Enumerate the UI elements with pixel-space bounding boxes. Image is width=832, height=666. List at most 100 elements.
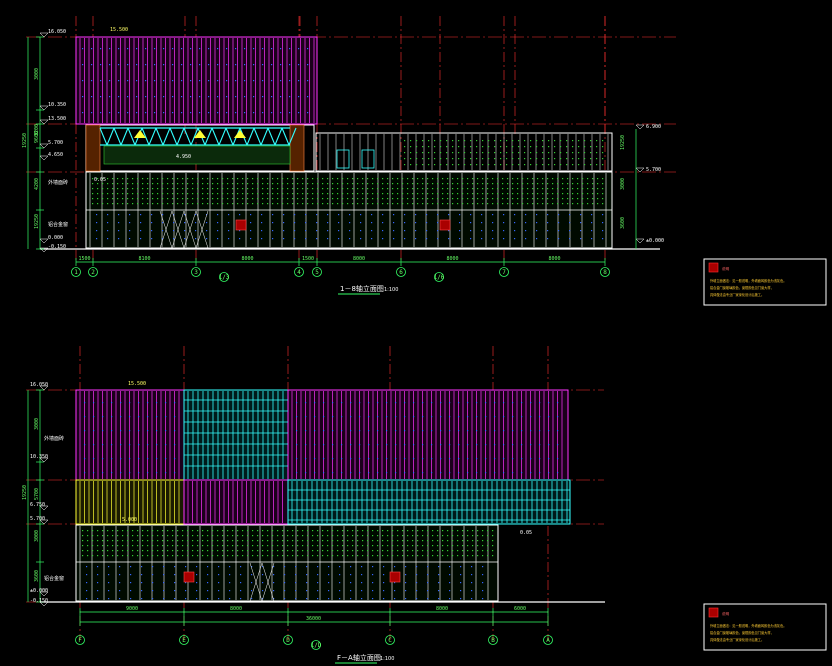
level-triangle bbox=[39, 505, 49, 511]
facade-hatch bbox=[127, 198, 129, 200]
facade-hatch bbox=[107, 530, 109, 532]
wing-hatch bbox=[422, 158, 424, 160]
facade-hatch bbox=[217, 198, 219, 200]
facade-hatch bbox=[157, 193, 159, 195]
facade-hatch bbox=[242, 183, 244, 185]
facade-hatch bbox=[507, 203, 509, 205]
bottom-magenta-band bbox=[183, 479, 289, 525]
facade-hatch bbox=[337, 530, 339, 532]
facade-hatch bbox=[122, 203, 124, 205]
glass-dot bbox=[136, 112, 138, 114]
facade-hatch bbox=[247, 178, 249, 180]
wing-hatch bbox=[524, 146, 526, 148]
facade-hatch bbox=[162, 193, 164, 195]
glass-dot bbox=[404, 214, 406, 216]
door-swing bbox=[261, 562, 275, 602]
glass-dot bbox=[350, 416, 352, 418]
glass-dot bbox=[154, 96, 156, 98]
facade-hatch bbox=[292, 540, 294, 542]
facade-hatch bbox=[462, 545, 464, 547]
facade-hatch bbox=[322, 545, 324, 547]
glass-dot bbox=[440, 458, 442, 460]
glass-dot bbox=[371, 230, 373, 232]
facade-hatch bbox=[162, 198, 164, 200]
facade-hatch bbox=[397, 530, 399, 532]
facade-hatch bbox=[192, 545, 194, 547]
facade-hatch bbox=[92, 188, 94, 190]
glass-dot bbox=[404, 416, 406, 418]
glass-dot bbox=[372, 574, 374, 576]
top-label-material-1: 外墙面砖 bbox=[48, 179, 68, 186]
glass-dot bbox=[458, 458, 460, 460]
facade-hatch bbox=[137, 183, 139, 185]
glass-dot bbox=[86, 566, 88, 568]
facade-hatch bbox=[472, 540, 474, 542]
glass-dot bbox=[427, 574, 429, 576]
facade-hatch bbox=[307, 550, 309, 552]
facade-hatch bbox=[427, 178, 429, 180]
facade-hatch bbox=[402, 188, 404, 190]
top-elevation-title: 1－8轴立面图 bbox=[340, 284, 384, 293]
facade-hatch bbox=[467, 178, 469, 180]
facade-hatch bbox=[417, 193, 419, 195]
glass-dot bbox=[151, 222, 153, 224]
glass-dot bbox=[305, 230, 307, 232]
facade-hatch bbox=[157, 540, 159, 542]
facade-hatch bbox=[147, 535, 149, 537]
glass-dot bbox=[118, 48, 120, 50]
roof-light bbox=[234, 130, 246, 138]
facade-hatch bbox=[272, 203, 274, 205]
wing-hatch bbox=[530, 164, 532, 166]
facade-hatch bbox=[262, 198, 264, 200]
facade-hatch bbox=[602, 203, 604, 205]
wing-hatch bbox=[584, 146, 586, 148]
facade-hatch bbox=[467, 188, 469, 190]
glass-dot bbox=[294, 214, 296, 216]
glass-dot bbox=[503, 472, 505, 474]
facade-hatch bbox=[197, 188, 199, 190]
facade-hatch bbox=[317, 203, 319, 205]
truss-diagonal bbox=[183, 127, 192, 146]
facade-hatch bbox=[442, 555, 444, 557]
facade-hatch bbox=[487, 540, 489, 542]
facade-hatch bbox=[312, 530, 314, 532]
facade-hatch bbox=[352, 545, 354, 547]
glass-dot bbox=[120, 402, 122, 404]
glass-dot bbox=[539, 472, 541, 474]
door-swing bbox=[183, 210, 197, 249]
glass-dot bbox=[273, 590, 275, 592]
facade-hatch bbox=[567, 188, 569, 190]
facade-hatch bbox=[242, 178, 244, 180]
glass-dot bbox=[521, 402, 523, 404]
bottom-magenta-block-left bbox=[75, 389, 185, 481]
facade-hatch bbox=[102, 198, 104, 200]
glass-dot bbox=[404, 238, 406, 240]
level-label: -0.150 bbox=[48, 244, 66, 250]
facade-hatch bbox=[362, 188, 364, 190]
facade-hatch bbox=[192, 555, 194, 557]
glass-dot bbox=[217, 112, 219, 114]
glass-dot bbox=[262, 112, 264, 114]
facade-hatch bbox=[577, 178, 579, 180]
wing-hatch bbox=[554, 152, 556, 154]
facade-hatch bbox=[242, 188, 244, 190]
glass-dot bbox=[102, 402, 104, 404]
facade-hatch bbox=[242, 203, 244, 205]
facade-hatch bbox=[292, 178, 294, 180]
facade-hatch bbox=[332, 198, 334, 200]
facade-hatch bbox=[572, 183, 574, 185]
glass-dot bbox=[217, 238, 219, 240]
facade-hatch bbox=[247, 193, 249, 195]
glass-dot bbox=[235, 96, 237, 98]
glass-dot bbox=[196, 566, 198, 568]
wing-hatch bbox=[446, 152, 448, 154]
glass-dot bbox=[521, 472, 523, 474]
facade-hatch bbox=[397, 183, 399, 185]
glass-dot bbox=[548, 444, 550, 446]
facade-hatch bbox=[302, 198, 304, 200]
facade-hatch bbox=[377, 545, 379, 547]
facade-hatch bbox=[392, 540, 394, 542]
top-label-mid: 4.950 bbox=[176, 154, 191, 160]
facade-hatch bbox=[127, 183, 129, 185]
